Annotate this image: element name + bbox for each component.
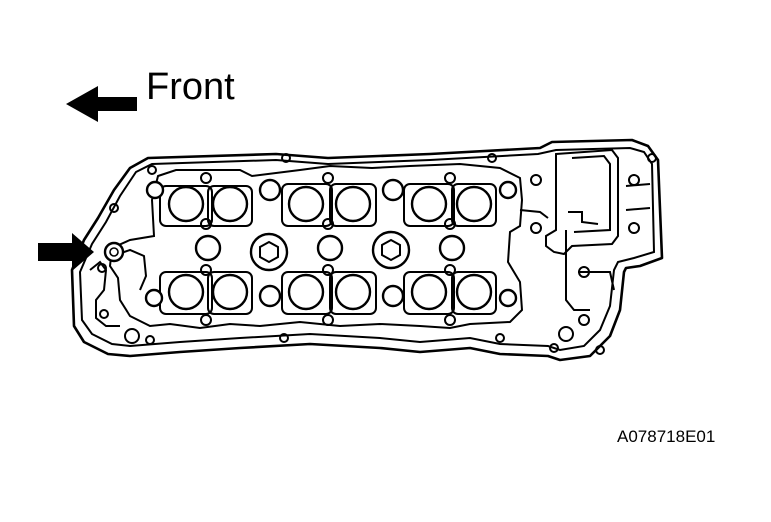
right-end-block [545,148,619,256]
spark-plug-tower-2 [371,230,411,270]
cam-bores-upper [167,185,493,223]
valve-pockets-upper [159,183,497,227]
side-bores [144,178,518,308]
right-end-rib-2 [568,211,599,225]
arrow-right-icon [38,233,94,271]
right-end-inner [571,154,611,233]
right-end-rib-4 [578,271,615,291]
cylinder-head-outline [70,138,664,362]
right-end-rib-1 [519,209,549,219]
right-end-rib-5 [625,183,651,187]
bolt-holes [200,172,640,326]
spark-plug-tower-1 [249,232,289,272]
perimeter-holes [97,153,657,355]
indicated-bolt [103,241,125,263]
figure-code: A078718E01 [617,427,716,446]
arrow-left-icon [66,86,137,122]
gasket-inner-line [78,146,656,352]
middle-bores [194,234,466,262]
front-label: Front [146,66,235,108]
right-end-rib-6 [625,207,651,211]
right-end-rib-3 [565,230,590,311]
cam-bores-lower [167,273,493,311]
deck-outline [108,162,524,330]
